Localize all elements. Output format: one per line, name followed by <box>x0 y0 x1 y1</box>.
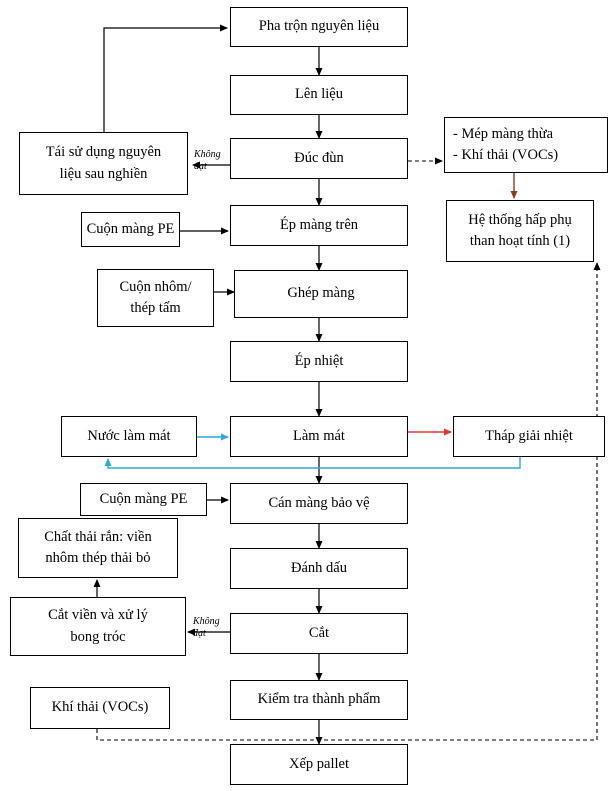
box-chat-thai-ran-label: Chất thải rắn: viền nhôm thép thải bỏ <box>44 528 152 566</box>
step-kiem-tra: Kiểm tra thành phẩm <box>230 680 408 720</box>
step-ep-mang-tren: Ép màng trên <box>230 205 408 246</box>
step-ghep-mang-label: Ghép màng <box>287 285 355 302</box>
box-khi-thai: Khí thải (VOCs) <box>30 687 170 729</box>
arrow-recycle-loop <box>103 24 228 132</box>
box-thap-giai-nhiet: Tháp giải nhiệt <box>453 416 605 457</box>
box-cuon-mang-pe-1: Cuộn màng PE <box>81 212 180 247</box>
box-he-thong-hap-phu-label: Hệ thống hấp phụ than hoạt tính (1) <box>468 211 572 249</box>
step-cat-label: Cắt <box>308 624 330 641</box>
box-chat-thai-ran: Chất thải rắn: viền nhôm thép thải bỏ <box>18 518 178 578</box>
box-tai-su-dung: Tái sử dụng nguyên liệu sau nghiền <box>19 132 188 195</box>
step-ep-mang-tren-label: Ép màng trên <box>279 216 359 233</box>
box-khi-thai-label: Khí thải (VOCs) <box>51 699 149 716</box>
box-cuon-nhom: Cuộn nhôm/ thép tấm <box>97 269 214 327</box>
step-xep-pallet-label: Xếp pallet <box>289 755 349 772</box>
step-ep-nhiet-label: Ép nhiệt <box>294 352 344 369</box>
step-kiem-tra-label: Kiểm tra thành phẩm <box>257 691 381 708</box>
box-nuoc-lam-mat-label: Nước làm mát <box>87 427 171 444</box>
step-xep-pallet: Xếp pallet <box>230 744 408 785</box>
box-mep-mang-label: - Mép màng thừa - Khí thải (VOCs) <box>453 125 559 163</box>
step-ghep-mang: Ghép màng <box>234 270 408 318</box>
box-cuon-nhom-label: Cuộn nhôm/ thép tấm <box>119 278 192 316</box>
step-duc-dun: Đúc đùn <box>230 138 408 179</box>
step-danh-dau: Đánh dấu <box>230 548 408 589</box>
step-danh-dau-label: Đánh dấu <box>291 559 347 576</box>
step-len-lieu-label: Lên liệu <box>295 86 343 103</box>
box-thap-giai-nhiet-label: Tháp giải nhiệt <box>485 427 573 444</box>
box-tai-su-dung-label: Tái sử dụng nguyên liệu sau nghiền <box>45 144 162 182</box>
step-pha-tron-label: Pha trộn nguyên liệu <box>258 18 380 35</box>
box-cuon-mang-pe-2-label: Cuộn màng PE <box>99 490 188 507</box>
step-lam-mat: Làm mát <box>230 416 408 457</box>
box-he-thong-hap-phu: Hệ thống hấp phụ than hoạt tính (1) <box>446 200 594 262</box>
box-mep-mang: - Mép màng thừa - Khí thải (VOCs) <box>444 117 608 173</box>
step-cat: Cắt <box>230 613 408 654</box>
box-nuoc-lam-mat: Nước làm mát <box>61 416 197 457</box>
arrow-voc-to-adsorber <box>96 262 601 741</box>
step-pha-tron: Pha trộn nguyên liệu <box>230 7 408 47</box>
box-cuon-mang-pe-2: Cuộn màng PE <box>80 483 207 516</box>
box-cuon-mang-pe-1-label: Cuộn màng PE <box>86 220 175 237</box>
annotation-khong-dat-1: Không đạt <box>194 149 221 172</box>
step-duc-dun-label: Đúc đùn <box>294 149 344 166</box>
box-cat-vien: Cắt viền và xử lý bong tróc <box>10 597 186 656</box>
box-cat-vien-label: Cắt viền và xử lý bong tróc <box>48 607 148 645</box>
step-ep-nhiet: Ép nhiệt <box>230 341 408 382</box>
annotation-khong-dat-2: Không đạt <box>193 616 220 639</box>
step-lam-mat-label: Làm mát <box>293 427 345 444</box>
step-can-mang-label: Cán màng bảo vệ <box>268 494 370 511</box>
step-len-lieu: Lên liệu <box>230 75 408 115</box>
step-can-mang: Cán màng bảo vệ <box>230 483 408 524</box>
arrow-water-return <box>104 457 521 469</box>
